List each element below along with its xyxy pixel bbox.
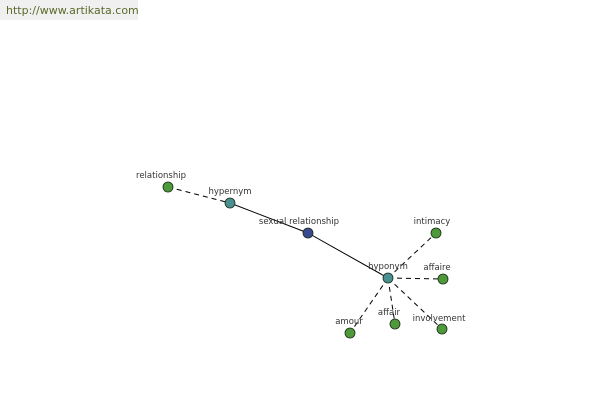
- node-label-hyponym: hyponym: [368, 262, 408, 272]
- node-label-hypernym: hypernym: [208, 187, 251, 197]
- node-relationship[interactable]: relationship: [136, 171, 186, 193]
- node-dot-hypernym[interactable]: [224, 197, 236, 209]
- node-dot-involvement[interactable]: [436, 323, 448, 335]
- node-label-affair: affair: [378, 308, 401, 318]
- node-label-sexual-relationship: sexual relationship: [259, 217, 339, 227]
- edge-hyponym-affaire: [387, 277, 444, 280]
- edge-hyponym-affair: [387, 277, 396, 325]
- site-link[interactable]: http://www.artikata.com: [6, 4, 139, 17]
- node-label-relationship: relationship: [136, 171, 186, 181]
- edge-hyponym-intimacy: [387, 232, 437, 279]
- node-dot-affaire[interactable]: [437, 273, 449, 285]
- node-amour[interactable]: amour: [335, 317, 363, 339]
- node-affair[interactable]: affair: [378, 308, 401, 330]
- node-label-amour: amour: [335, 317, 363, 327]
- edge-hypernym-sexual-relationship: [229, 202, 309, 234]
- node-intimacy[interactable]: intimacy: [414, 217, 451, 239]
- node-label-involvement: involvement: [413, 314, 466, 324]
- edge-hyponym-amour: [349, 277, 389, 334]
- node-affaire[interactable]: affaire: [423, 263, 451, 285]
- node-dot-affair[interactable]: [389, 318, 401, 330]
- edge-hyponym-involvement: [387, 277, 443, 330]
- node-dot-relationship[interactable]: [162, 181, 174, 193]
- node-hypernym[interactable]: hypernym: [208, 187, 252, 209]
- node-sexual-relationship[interactable]: sexual relationship: [259, 217, 339, 239]
- edges-layer: [167, 186, 444, 334]
- nodes-layer: relationship hypernym sexual relationship h…: [136, 171, 466, 339]
- node-label-affaire: affaire: [423, 263, 450, 273]
- node-hyponym[interactable]: hyponym: [368, 262, 408, 284]
- node-involvement[interactable]: involvement: [413, 314, 466, 335]
- node-label-intimacy: intimacy: [414, 217, 451, 227]
- node-dot-sexual-relationship[interactable]: [302, 227, 314, 239]
- node-dot-hyponym[interactable]: [382, 272, 394, 284]
- node-dot-intimacy[interactable]: [430, 227, 442, 239]
- edge-relationship-hypernym: [167, 186, 231, 204]
- edge-sexual-relationship-hyponym: [307, 232, 389, 279]
- node-dot-amour[interactable]: [344, 327, 356, 339]
- site-banner: http://www.artikata.com: [0, 0, 139, 20]
